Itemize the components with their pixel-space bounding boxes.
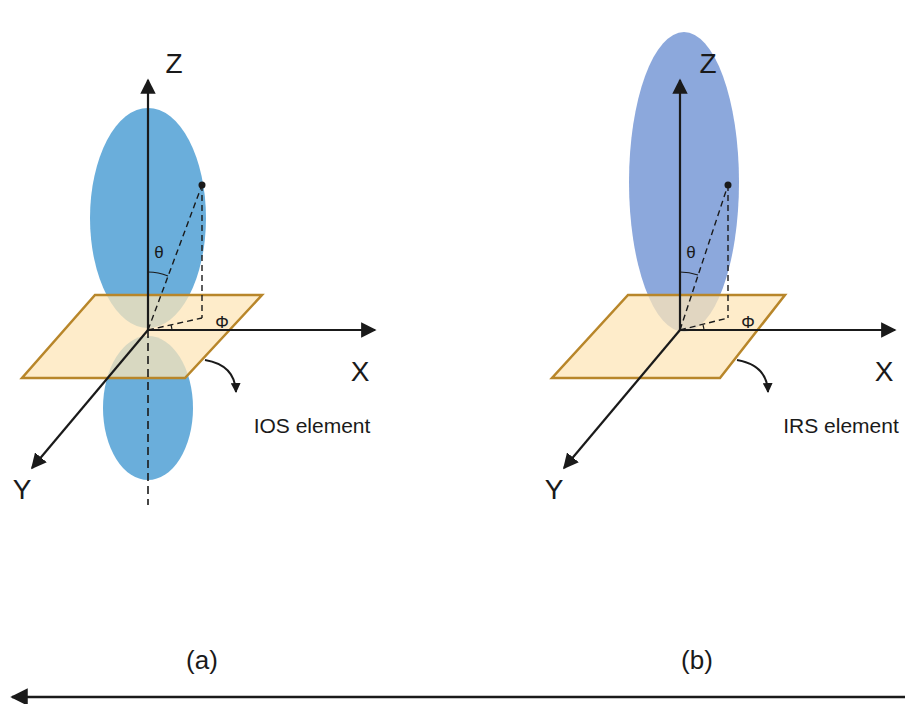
direction-line (680, 185, 728, 330)
direction-line (148, 185, 202, 330)
element-label: IRS element (783, 415, 899, 436)
axis-label: Z (699, 50, 716, 78)
subfigure-label: (a) (186, 647, 218, 673)
axis-label: Y (13, 476, 32, 504)
x-axis (680, 329, 895, 331)
observation-point (725, 182, 732, 189)
angle-label: θ (686, 244, 695, 261)
projection-line (201, 185, 202, 318)
irs-pattern (552, 32, 895, 468)
irs-plane (552, 295, 785, 378)
bottom-arrow (12, 696, 905, 699)
y-axis (32, 330, 148, 468)
axis-label: X (351, 358, 370, 386)
y-axis (564, 330, 680, 468)
leader-arrow (205, 360, 236, 392)
theta-arc (680, 272, 698, 275)
x-axis (148, 329, 375, 331)
single-lobe (629, 32, 739, 332)
ios-pattern (22, 80, 375, 505)
theta-arc (148, 272, 168, 276)
axis-label: Y (545, 476, 564, 504)
z-axis (147, 80, 149, 330)
subfigure-label: (b) (681, 647, 713, 673)
angle-label: Φ (215, 314, 229, 331)
projection-base (680, 318, 728, 330)
axis-label: X (875, 358, 894, 386)
phi-arc (703, 325, 704, 330)
phi-arc (171, 325, 172, 330)
projection-line (727, 185, 728, 318)
z-axis (679, 80, 681, 330)
axis-label: Z (165, 50, 182, 78)
observation-point (199, 182, 206, 189)
angle-label: θ (154, 244, 163, 261)
angle-label: Φ (741, 314, 755, 331)
projection-base (148, 318, 202, 330)
leader-arrow (737, 360, 768, 392)
neg-z-axis (147, 330, 149, 505)
element-label: IOS element (254, 415, 371, 436)
